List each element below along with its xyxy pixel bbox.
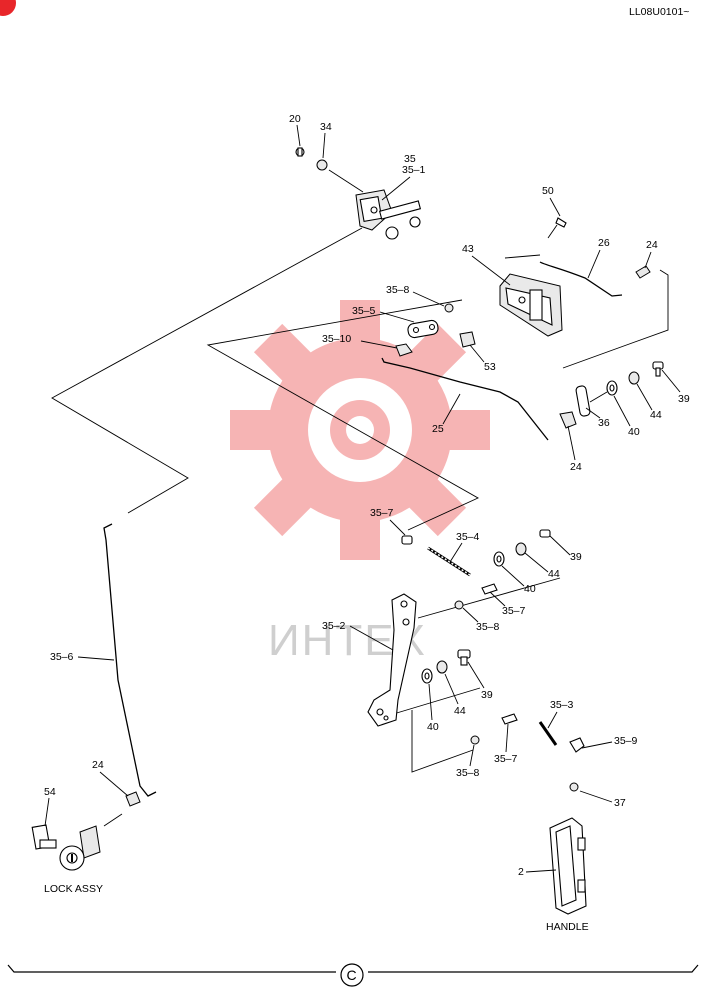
label-36: 36 — [598, 417, 610, 429]
label-43: 43 — [462, 243, 474, 255]
label-35-1: 35–1 — [402, 164, 426, 176]
label-35-7-top: 35–7 — [370, 507, 394, 519]
label-37: 37 — [614, 797, 626, 809]
label-35: 35 — [404, 153, 416, 165]
nut-icon — [316, 159, 328, 171]
label-2: 2 — [518, 866, 524, 878]
frame-line — [51, 227, 363, 514]
corner-badge — [0, 0, 16, 16]
caption-handle: HANDLE — [546, 921, 589, 933]
caption-lock-assy: LOCK ASSY — [44, 883, 103, 895]
frame-line — [562, 269, 669, 369]
rod-26 — [539, 261, 623, 297]
lever-36 — [575, 385, 591, 417]
washer-icon — [493, 551, 505, 567]
clip-icon — [125, 791, 141, 807]
clip-icon — [395, 343, 413, 357]
nut-icon — [628, 371, 640, 385]
label-40-l: 40 — [427, 721, 439, 733]
label-35-3: 35–3 — [550, 699, 574, 711]
screw-icon — [555, 217, 567, 228]
bolt-icon — [457, 649, 471, 666]
label-35-2: 35–2 — [322, 620, 346, 632]
release-housing — [499, 273, 563, 337]
nut-icon — [454, 600, 464, 610]
label-35-7-m: 35–7 — [502, 605, 526, 617]
footer-line — [368, 964, 699, 973]
bushing-icon — [459, 331, 476, 348]
bolt-icon — [295, 147, 305, 157]
label-35-7-b: 35–7 — [494, 753, 518, 765]
label-54: 54 — [44, 786, 56, 798]
label-39-m: 39 — [570, 551, 582, 563]
nut-icon — [436, 660, 448, 674]
label-39-l: 39 — [481, 689, 493, 701]
label-35-6: 35–6 — [50, 651, 74, 663]
frame-line — [417, 577, 561, 619]
label-35-8-m: 35–8 — [476, 621, 500, 633]
watermark-gear-icon — [230, 300, 490, 560]
stud-35-4 — [427, 546, 471, 577]
footer-circle — [340, 963, 364, 987]
frame-line — [411, 710, 474, 773]
stud-35-3 — [538, 721, 558, 746]
screw-icon — [569, 782, 579, 792]
rod-25 — [381, 357, 549, 441]
label-44-r: 44 — [650, 409, 662, 421]
bolt-icon — [539, 529, 551, 538]
footer-symbol: C — [347, 967, 357, 983]
nut-icon — [444, 303, 454, 313]
nut-icon — [515, 542, 527, 556]
label-24-mid: 24 — [570, 461, 582, 473]
page-code: LL08U0101~ — [629, 6, 689, 18]
frame-line — [504, 254, 541, 259]
label-26: 26 — [598, 237, 610, 249]
washer-icon — [421, 668, 433, 684]
clip-icon — [635, 265, 651, 279]
handle-assembly — [549, 817, 587, 915]
label-20: 20 — [289, 113, 301, 125]
label-39-r: 39 — [678, 393, 690, 405]
label-24-b: 24 — [92, 759, 104, 771]
label-35-8-b: 35–8 — [456, 767, 480, 779]
latch-assembly — [355, 189, 422, 240]
label-53: 53 — [484, 361, 496, 373]
label-35-5: 35–5 — [352, 305, 376, 317]
bellcrank-35-2 — [367, 593, 417, 727]
bolt-icon — [652, 361, 664, 377]
clip-icon — [569, 737, 585, 753]
footer-line — [7, 964, 336, 973]
nut-icon — [470, 735, 480, 745]
label-35-10: 35–10 — [322, 333, 351, 345]
label-24-top: 24 — [646, 239, 658, 251]
clip-icon — [559, 411, 577, 429]
label-40-r: 40 — [628, 426, 640, 438]
label-25: 25 — [432, 423, 444, 435]
pin-icon — [481, 583, 498, 595]
label-44-l: 44 — [454, 705, 466, 717]
frame-line — [206, 299, 479, 531]
label-34: 34 — [320, 121, 332, 133]
label-44-m: 44 — [548, 568, 560, 580]
bolt-icon — [401, 535, 413, 545]
lock-cylinder-icon — [31, 824, 101, 871]
label-40-m: 40 — [524, 583, 536, 595]
frame-line — [389, 687, 481, 716]
rod-35-6 — [103, 523, 157, 797]
washer-icon — [606, 380, 618, 396]
label-35-8-top: 35–8 — [386, 284, 410, 296]
label-35-9: 35–9 — [614, 735, 638, 747]
label-35-4: 35–4 — [456, 531, 480, 543]
pin-icon — [501, 713, 518, 725]
label-50: 50 — [542, 185, 554, 197]
link-plate — [407, 319, 439, 339]
